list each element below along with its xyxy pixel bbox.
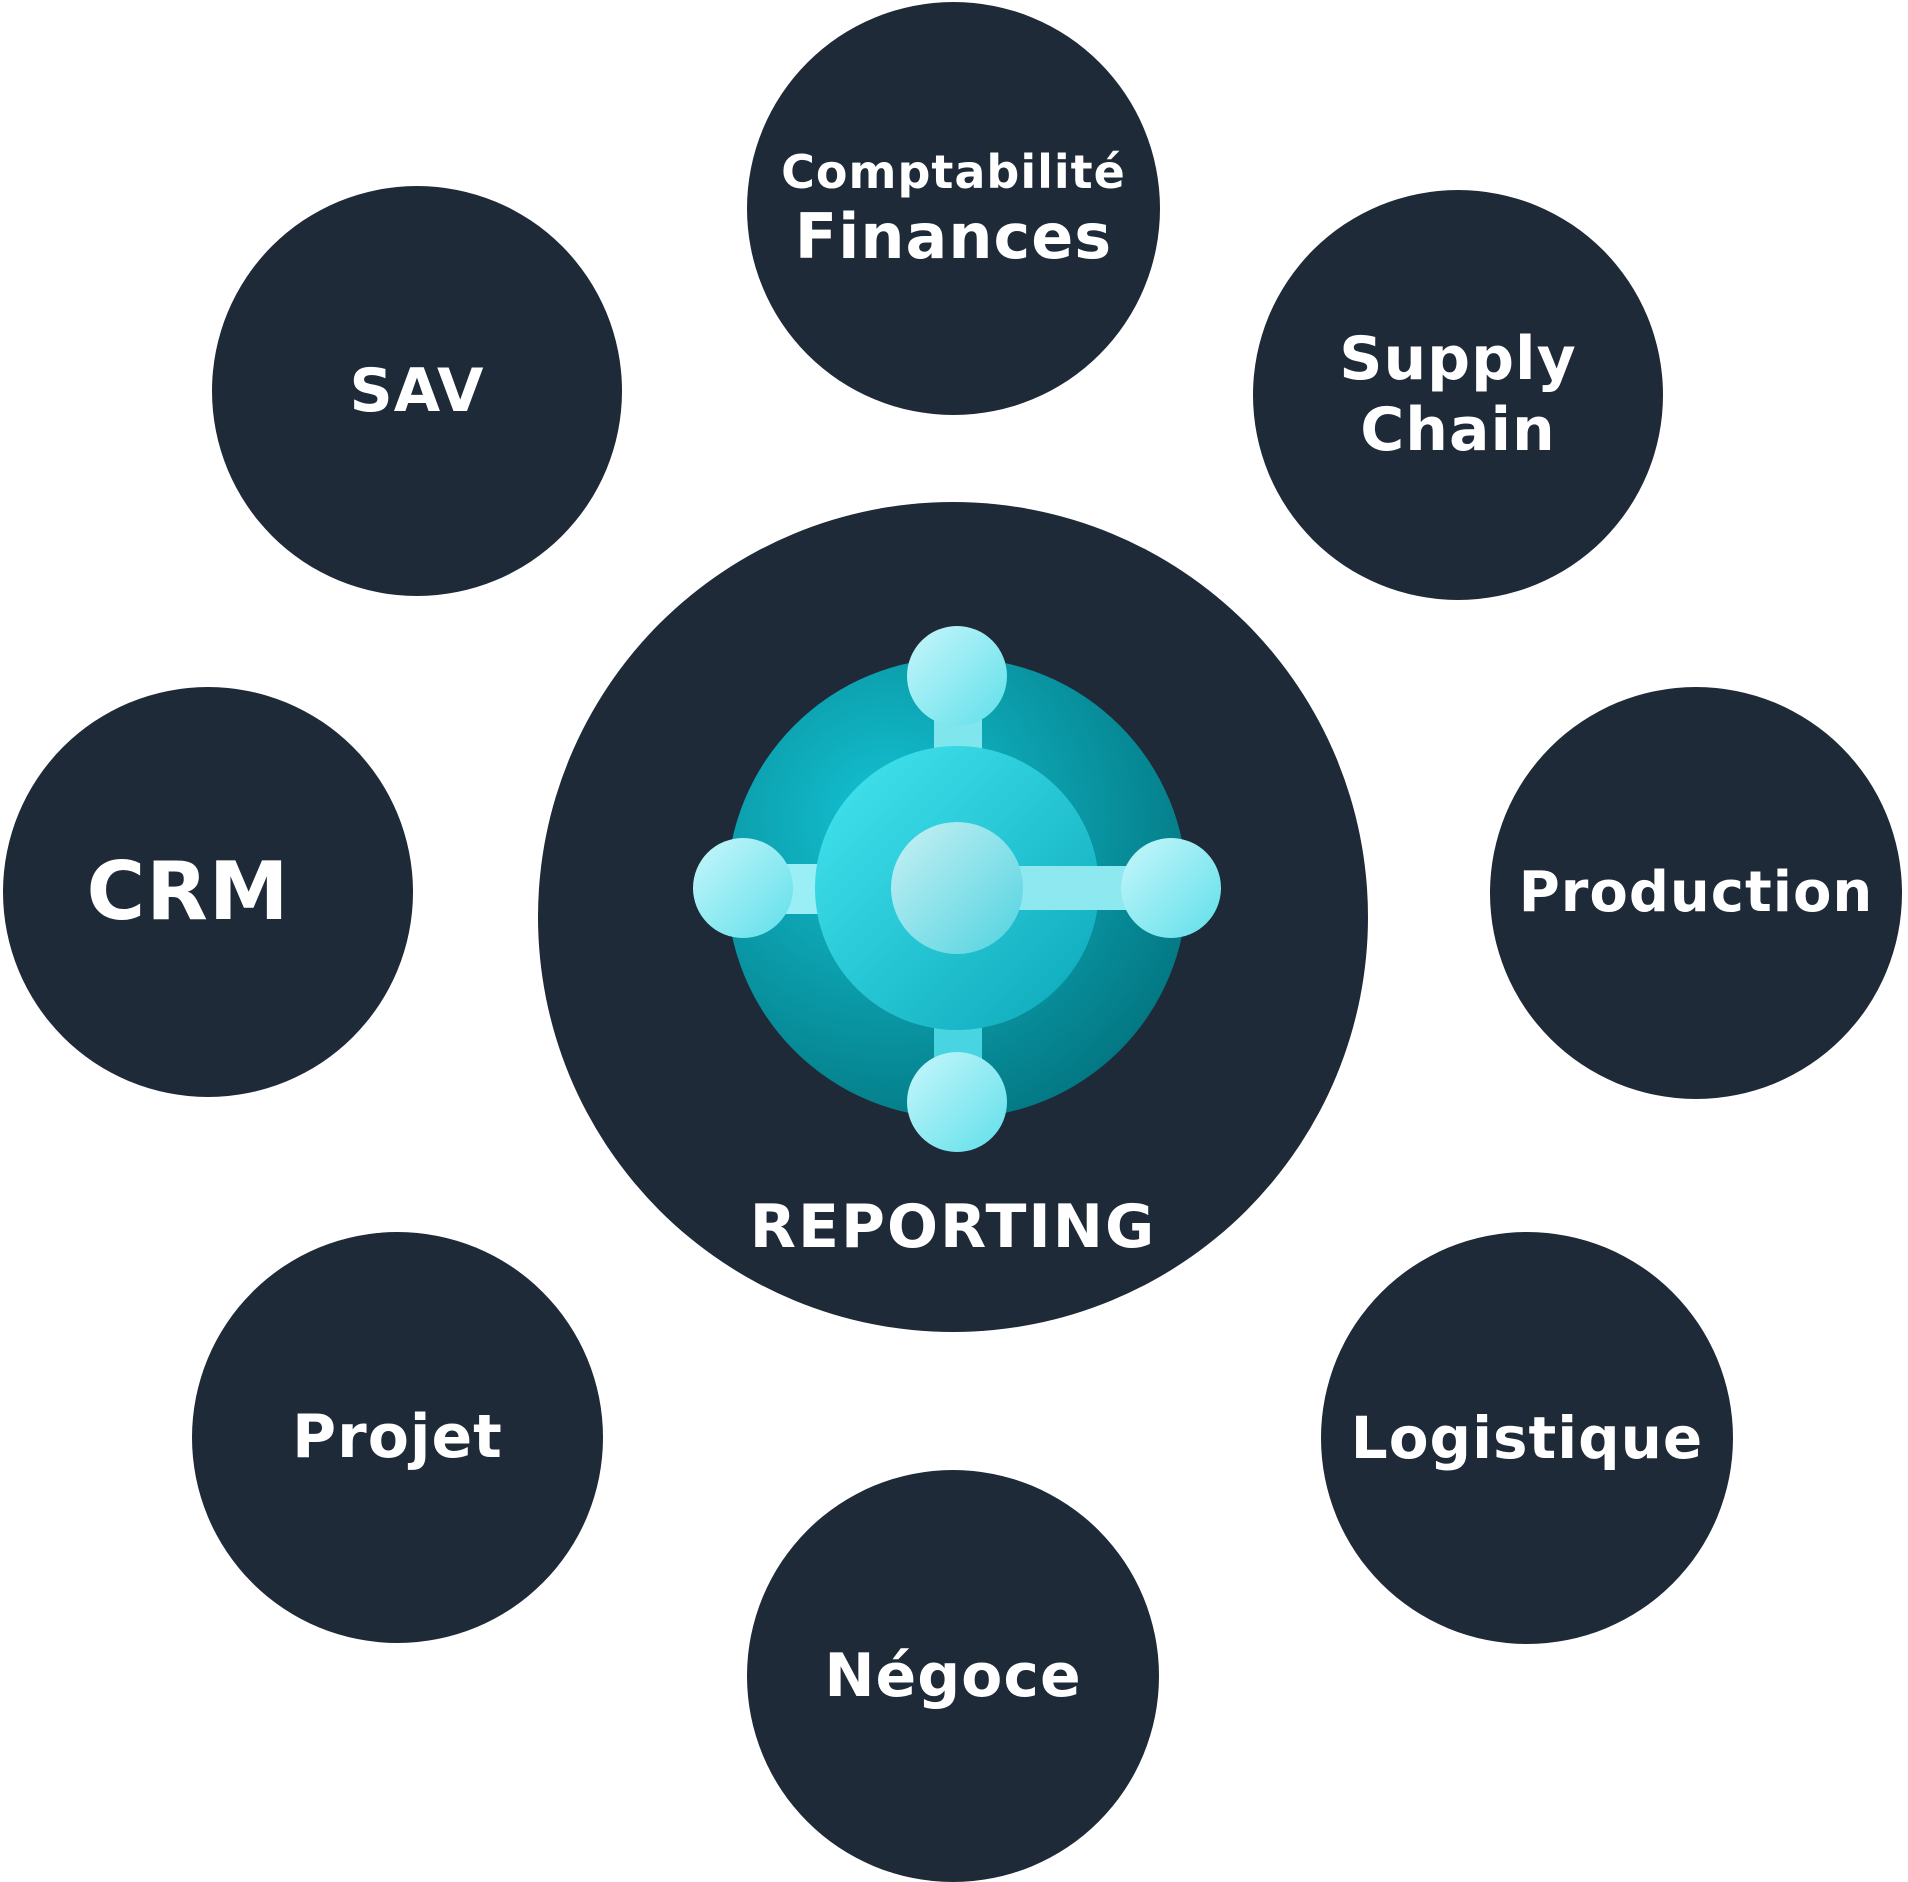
node-logistique-label: Logistique (1350, 1403, 1704, 1472)
node-crm: CRM (3, 687, 413, 1097)
node-supply-chain-line1: Supply (1339, 324, 1577, 394)
node-supply-chain: Supply Chain (1253, 190, 1663, 600)
node-projet: Projet (192, 1232, 603, 1643)
node-crm-label: CRM (86, 845, 290, 938)
node-finances-line1: Comptabilité (781, 144, 1126, 199)
node-logistique: Logistique (1321, 1232, 1733, 1644)
node-sav: SAV (212, 186, 622, 596)
node-finances-line2: Finances (794, 200, 1113, 274)
node-sav-label: SAV (349, 355, 485, 426)
node-supply-chain-line2: Chain (1360, 395, 1556, 465)
node-production: Production (1490, 687, 1902, 1099)
node-projet-label: Projet (292, 1402, 503, 1472)
node-reporting: REPORTING (538, 502, 1368, 1332)
node-finances: Comptabilité Finances (747, 2, 1160, 415)
node-negoce-label: Négoce (824, 1640, 1082, 1711)
node-production-label: Production (1518, 859, 1874, 925)
reporting-label: REPORTING (749, 1192, 1157, 1262)
node-negoce: Négoce (747, 1470, 1159, 1882)
business-central-logo-icon (693, 626, 1221, 1152)
